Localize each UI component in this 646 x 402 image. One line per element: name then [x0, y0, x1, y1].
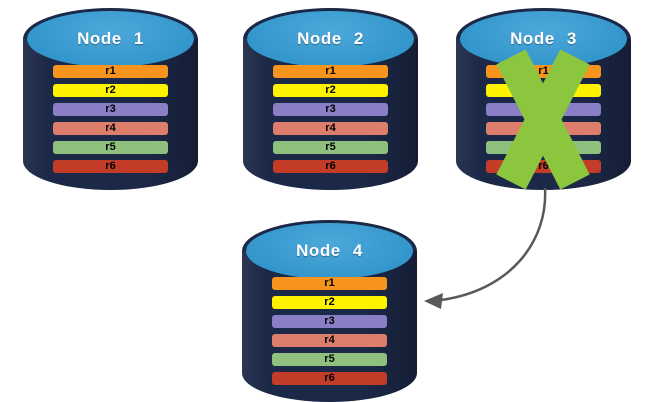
row-r2: r2 — [272, 296, 387, 309]
row-r1: r1 — [272, 277, 387, 290]
replica-rows: r1 r2 r3 r4 r5 r6 — [272, 277, 387, 385]
node-label: Node 2 — [297, 29, 364, 48]
node-1: Node 1 r1 r2 r3 r4 r5 r6 — [23, 8, 198, 190]
db-cylinder-top: Node 1 — [27, 11, 194, 67]
row-r4: r4 — [53, 122, 168, 135]
replica-rows: r1 r2 r3 r4 r5 r6 — [53, 65, 168, 173]
row-r6: r6 — [272, 372, 387, 385]
row-r5: r5 — [53, 141, 168, 154]
node-label: Node 1 — [77, 29, 144, 48]
arrow-head — [424, 293, 443, 309]
row-r1: r1 — [53, 65, 168, 78]
row-r4: r4 — [272, 334, 387, 347]
db-cylinder-top: Node 3 — [460, 11, 627, 67]
row-r1: r1 — [273, 65, 388, 78]
row-r3: r3 — [273, 103, 388, 116]
row-r3: r3 — [272, 315, 387, 328]
db-cylinder-top: Node 4 — [246, 223, 413, 279]
db-cylinder-top: Node 2 — [247, 11, 414, 67]
node-3: Node 3 r1 r2 r3 r4 r5 r6 — [456, 8, 631, 190]
failure-x-icon — [496, 49, 590, 190]
row-r5: r5 — [272, 353, 387, 366]
row-r2: r2 — [53, 84, 168, 97]
row-r3: r3 — [53, 103, 168, 116]
row-r4: r4 — [273, 122, 388, 135]
node-2: Node 2 r1 r2 r3 r4 r5 r6 — [243, 8, 418, 190]
arrow-curve — [440, 187, 547, 302]
row-r5: r5 — [273, 141, 388, 154]
row-r6: r6 — [53, 160, 168, 173]
node-label: Node 4 — [296, 241, 363, 260]
node-label: Node 3 — [510, 29, 577, 48]
replica-rows: r1 r2 r3 r4 r5 r6 — [273, 65, 388, 173]
row-r2: r2 — [273, 84, 388, 97]
node-4: Node 4 r1 r2 r3 r4 r5 r6 — [242, 220, 417, 402]
row-r6: r6 — [273, 160, 388, 173]
